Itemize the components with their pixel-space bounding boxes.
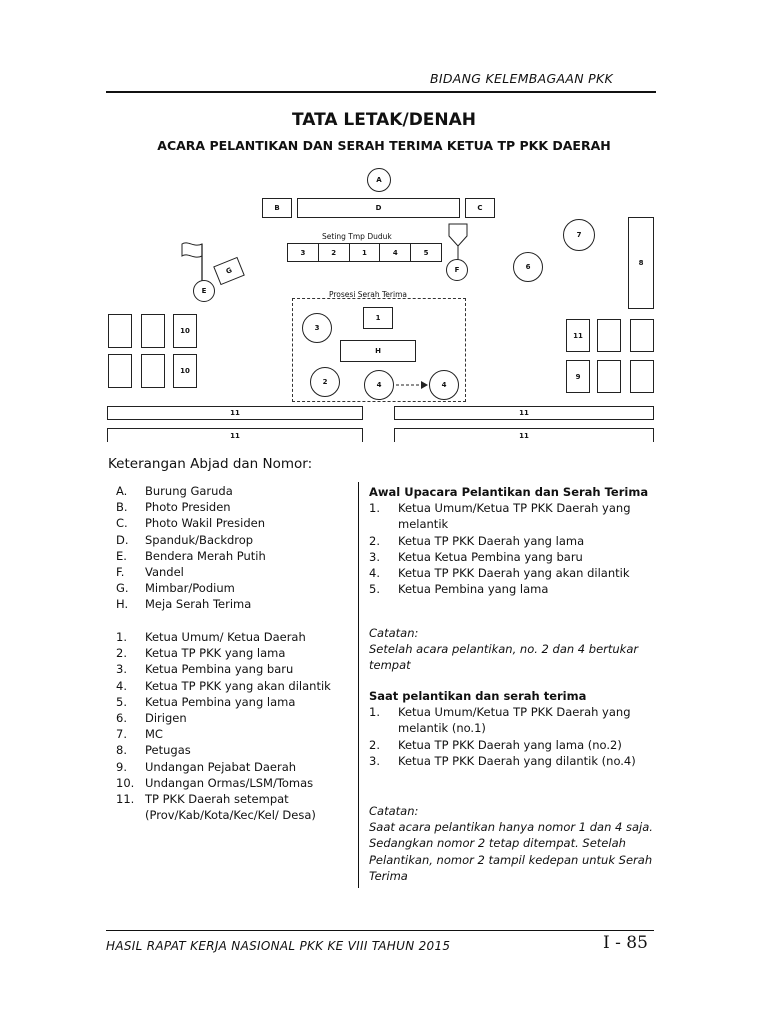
catatan-label: Catatan:	[369, 804, 419, 818]
awal-section: Awal Upacara Pelantikan dan Serah Terima…	[369, 484, 659, 597]
list-item: 4.Ketua TP PKK yang akan dilantik	[116, 678, 331, 693]
catatan-label: Catatan:	[369, 626, 419, 640]
list-item: 9.Undangan Pejabat Daerah	[116, 759, 297, 774]
chair-10: 10	[173, 354, 197, 388]
chair	[597, 360, 621, 393]
list-item: 11.TP PKK Daerah setempat	[116, 792, 289, 807]
catatan-text: Saat acara pelantikan hanya nomor 1 dan …	[369, 820, 653, 883]
list-item: 10.Undangan Ormas/LSM/Tomas	[116, 775, 314, 790]
letter-legend: A.Burung Garuda B.Photo Presiden C.Photo…	[116, 483, 351, 613]
saat-heading: Saat pelantikan dan serah terima	[369, 689, 587, 703]
list-item: 2.Ketua TP PKK Daerah yang lama	[369, 533, 585, 548]
row-11: 11	[394, 428, 654, 442]
list-item: 1.Ketua Umum/ Ketua Daerah	[116, 630, 306, 644]
seating-row: 3 2 1 4 5	[287, 243, 442, 262]
running-header: BIDANG KELEMBAGAAN PKK	[430, 71, 613, 86]
chair-11: 11	[566, 319, 590, 352]
number-legend: 1.Ketua Umum/ Ketua Daerah 2.Ketua TP PK…	[116, 629, 351, 823]
chair	[630, 360, 654, 393]
row-11: 11	[394, 406, 654, 420]
catatan-2: Catatan: Saat acara pelantikan hanya nom…	[369, 803, 659, 884]
list-item: 1.Ketua Umum/Ketua TP PKK Daerah yang me…	[369, 501, 631, 532]
seat: 5	[411, 243, 442, 262]
list-item: 8.Petugas	[116, 743, 191, 758]
footer-rule	[106, 930, 654, 931]
procession-item-2: 2	[310, 367, 340, 397]
list-item: D.Spanduk/Backdrop	[116, 532, 254, 547]
header-rule	[106, 91, 656, 93]
seat: 1	[349, 243, 381, 262]
chair	[108, 354, 132, 388]
page-subtitle: ACARA PELANTIKAN DAN SERAH TERIMA KETUA …	[157, 138, 611, 153]
seating-label: Seting Tmp Duduk	[322, 232, 392, 241]
list-item: A.Burung Garuda	[116, 484, 233, 498]
item-h-table: H	[340, 340, 416, 362]
page-title: TATA LETAK/DENAH	[291, 110, 477, 130]
item-e-circle: E	[193, 280, 215, 302]
list-item: 5.Ketua Pembina yang lama	[369, 582, 549, 597]
seat: 4	[380, 243, 412, 262]
item-b-box: B	[262, 198, 292, 218]
procession-label: Prosesi Serah Terima	[329, 290, 407, 299]
item-d-box: D	[297, 198, 460, 218]
item-a-circle: A	[367, 168, 391, 192]
column-divider	[358, 482, 359, 888]
list-item: B.Photo Presiden	[116, 500, 231, 515]
list-item: 3.Ketua Pembina yang baru	[116, 662, 294, 677]
list-item: 6.Dirigen	[116, 711, 187, 726]
list-item: 1.Ketua Umum/Ketua TP PKK Daerah yang me…	[369, 705, 631, 736]
item-6-circle: 6	[513, 252, 543, 282]
list-item: G.Mimbar/Podium	[116, 581, 235, 596]
row-11: 11	[107, 428, 363, 442]
list-item: F.Vandel	[116, 565, 184, 580]
item-f-circle: F	[446, 259, 468, 281]
list-item: E.Bendera Merah Putih	[116, 548, 266, 563]
chair	[597, 319, 621, 352]
list-item: 3.Ketua Ketua Pembina yang baru	[369, 549, 583, 564]
seat: 3	[287, 243, 319, 262]
catatan-1: Catatan: Setelah acara pelantikan, no. 2…	[369, 625, 659, 674]
saat-section: Saat pelantikan dan serah terima 1.Ketua…	[369, 688, 659, 769]
chair	[108, 314, 132, 348]
awal-heading: Awal Upacara Pelantikan dan Serah Terima	[369, 485, 649, 499]
list-item: 4.Ketua TP PKK Daerah yang akan dilantik	[369, 566, 630, 581]
podium-icon	[448, 223, 468, 260]
list-item: H.Meja Serah Terima	[116, 597, 252, 612]
chair-10: 10	[173, 314, 197, 348]
seat: 2	[318, 243, 350, 262]
list-item: 5.Ketua Pembina yang lama	[116, 694, 296, 709]
legend-heading: Keterangan Abjad dan Nomor:	[108, 456, 313, 472]
item-7-circle: 7	[563, 219, 595, 251]
list-item: 7.MC	[116, 727, 163, 742]
chair	[630, 319, 654, 352]
list-item: (Prov/Kab/Kota/Kec/Kel/ Desa)	[145, 808, 316, 823]
page-number: I - 85	[603, 933, 648, 953]
chair	[141, 354, 165, 388]
procession-area	[292, 298, 466, 402]
procession-item-4-end: 4	[429, 370, 459, 400]
list-item: 2.Ketua TP PKK Daerah yang lama (no.2)	[369, 737, 622, 752]
row-11: 11	[107, 406, 363, 420]
flag-icon	[181, 242, 203, 286]
list-item: 3.Ketua TP PKK Daerah yang dilantik (no.…	[369, 753, 636, 768]
procession-item-1: 1	[363, 307, 393, 329]
chair-9: 9	[566, 360, 590, 393]
item-g-box: G	[213, 256, 245, 286]
item-c-box: C	[465, 198, 495, 218]
catatan-text: Setelah acara pelantikan, no. 2 dan 4 be…	[369, 642, 639, 673]
chair	[141, 314, 165, 348]
footer-text: HASIL RAPAT KERJA NASIONAL PKK KE VIII T…	[106, 939, 451, 953]
procession-item-3: 3	[302, 313, 332, 343]
procession-arrow-icon	[396, 381, 428, 389]
layout-diagram: A B D C Seting Tmp Duduk 3 2 1 4 5 F E G…	[0, 0, 768, 450]
item-8-box: 8	[628, 217, 654, 309]
list-item: C.Photo Wakil Presiden	[116, 516, 265, 531]
list-item: 2.Ketua TP PKK yang lama	[116, 646, 286, 661]
procession-item-4-start: 4	[364, 370, 394, 400]
